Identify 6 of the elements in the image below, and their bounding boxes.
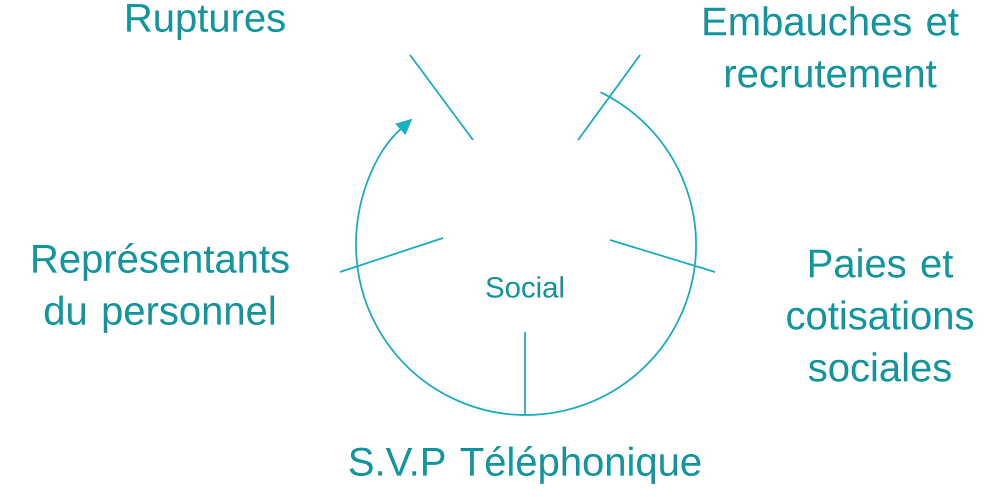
topic-label: Paies et cotisations sociales xyxy=(787,248,974,382)
topic-label: S.V.P Téléphonique xyxy=(350,446,700,484)
topic-label: Représentants du personnel xyxy=(33,243,289,333)
center-label: Social xyxy=(486,276,563,298)
topic-label: Ruptures xyxy=(127,4,285,40)
topic-label: Embauches et recrutement xyxy=(704,6,959,88)
